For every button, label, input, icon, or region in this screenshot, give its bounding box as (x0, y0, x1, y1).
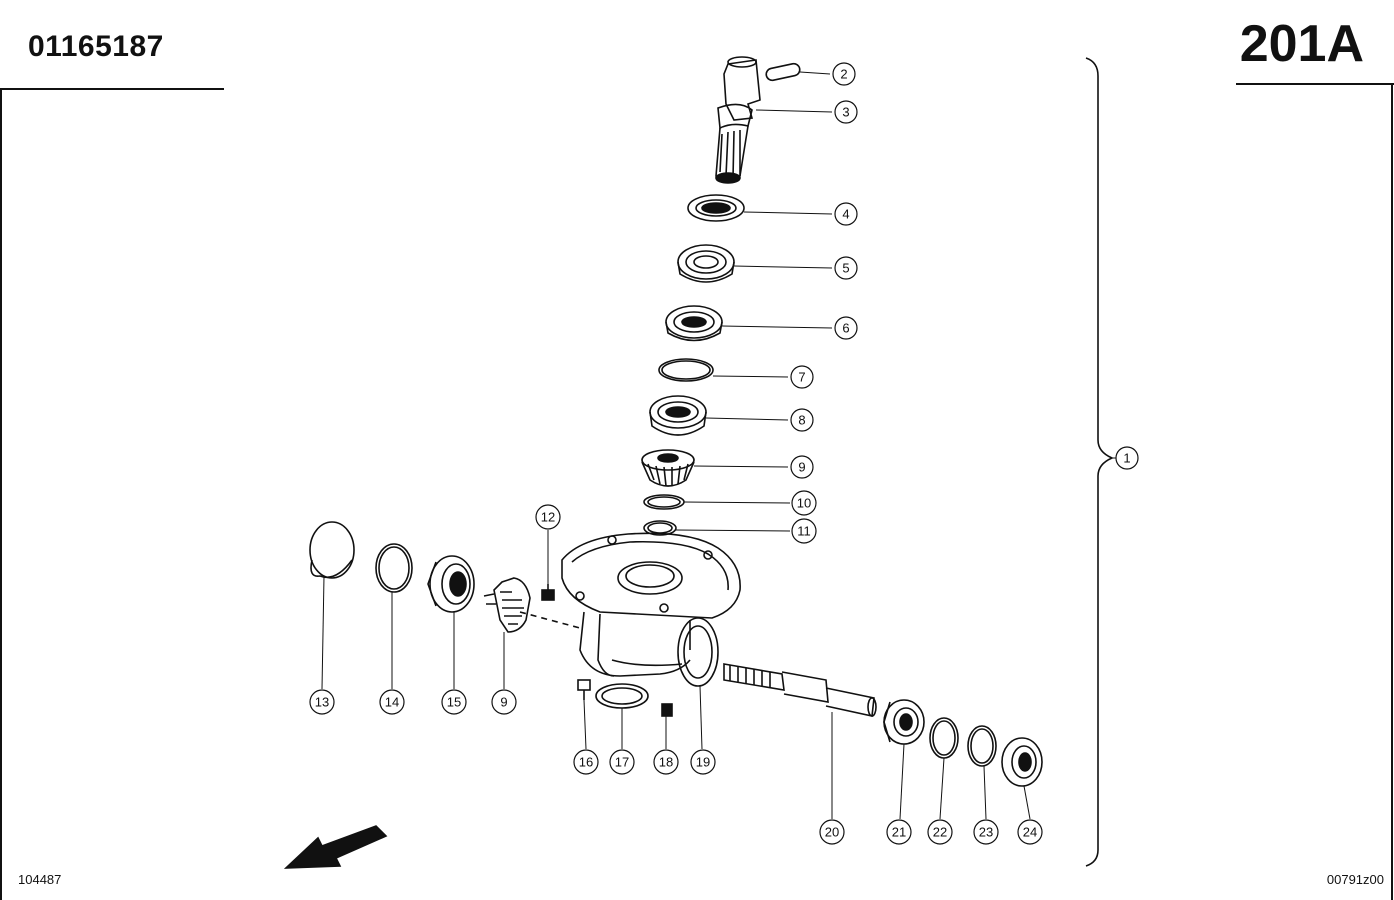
svg-text:10: 10 (797, 496, 811, 511)
callout-23: 23 (973, 819, 999, 845)
callout-11: 11 (791, 518, 817, 544)
callout-13: 13 (309, 689, 335, 715)
part-number: 01165187 (28, 30, 164, 63)
part-14-circlip (375, 543, 413, 593)
callout-15: 15 (441, 689, 467, 715)
svg-text:24: 24 (1023, 825, 1037, 840)
svg-text:2: 2 (840, 67, 847, 82)
part-15-ball-bearing (427, 555, 475, 613)
svg-text:23: 23 (979, 825, 993, 840)
callout-19: 19 (690, 749, 716, 775)
arrow-down-left-icon (283, 825, 388, 869)
callout-9-upper: 9 (790, 455, 814, 479)
part-4-oil-seal (687, 194, 745, 222)
callout-group: 2 3 4 5 6 7 8 9 (309, 62, 1139, 845)
part-7-shim-ring (658, 358, 714, 382)
footer-left-code: 104487 (18, 872, 62, 887)
part-6-ball-bearing (665, 305, 723, 342)
header-rule-left (0, 88, 224, 90)
part-20-output-shaft (723, 663, 877, 717)
callout-21: 21 (886, 819, 912, 845)
part-5-ball-bearing (677, 244, 735, 283)
callout-24: 24 (1017, 819, 1043, 845)
part-22-shim (929, 717, 959, 759)
part-10-circlip (643, 494, 685, 510)
part-21-ball-bearing (883, 699, 925, 745)
svg-text:5: 5 (842, 261, 849, 276)
callout-1: 1 (1115, 446, 1139, 470)
part-24-oil-seal (1001, 737, 1043, 787)
callout-12: 12 (535, 504, 561, 530)
svg-text:7: 7 (798, 370, 805, 385)
svg-text:16: 16 (579, 755, 593, 770)
callout-3: 3 (834, 100, 858, 124)
svg-text:21: 21 (892, 825, 906, 840)
svg-text:1: 1 (1123, 451, 1130, 466)
svg-text:18: 18 (659, 755, 673, 770)
callout-6: 6 (834, 316, 858, 340)
callout-20: 20 (819, 819, 845, 845)
svg-text:13: 13 (315, 695, 329, 710)
callout-5: 5 (834, 256, 858, 280)
callout-7: 7 (790, 365, 814, 389)
part-16-plug-bolt (577, 679, 591, 700)
part-3-splined-shaft (715, 56, 761, 184)
part-2-pin (765, 62, 801, 82)
svg-text:8: 8 (798, 413, 805, 428)
svg-text:12: 12 (541, 510, 555, 525)
svg-text:11: 11 (797, 524, 811, 539)
part-9-bevel-gear-side (483, 577, 531, 633)
svg-text:17: 17 (615, 755, 629, 770)
part-23-circlip (967, 725, 997, 767)
axis-line (519, 611, 581, 629)
svg-text:15: 15 (447, 695, 461, 710)
part-13-cap (309, 521, 355, 579)
footer-right-code: 00791z00 (1326, 872, 1384, 887)
page-code: 201A (1239, 15, 1364, 73)
part-12-breather-plug (541, 584, 555, 601)
svg-text:6: 6 (842, 321, 849, 336)
frame-border-left (0, 88, 2, 900)
callout-2: 2 (832, 62, 856, 86)
svg-text:9: 9 (500, 695, 507, 710)
frame-border-right (1391, 83, 1393, 900)
header-rule-right (1236, 83, 1394, 85)
callout-16: 16 (573, 749, 599, 775)
svg-text:3: 3 (842, 105, 849, 120)
svg-text:19: 19 (696, 755, 710, 770)
gearbox-housing (561, 532, 741, 687)
leader-lines (321, 71, 1116, 820)
part-8-ball-bearing (649, 395, 707, 436)
parts-layer (283, 56, 1115, 869)
callout-8: 8 (790, 408, 814, 432)
assembly-bracket (1085, 57, 1115, 867)
callout-17: 17 (609, 749, 635, 775)
svg-text:20: 20 (825, 825, 839, 840)
svg-text:22: 22 (933, 825, 947, 840)
svg-text:14: 14 (385, 695, 399, 710)
callout-4: 4 (834, 202, 858, 226)
callout-10: 10 (791, 490, 817, 516)
callout-18: 18 (653, 749, 679, 775)
callout-9-side: 9 (491, 689, 517, 715)
callout-14: 14 (379, 689, 405, 715)
part-17-gasket (595, 683, 649, 709)
svg-text:4: 4 (842, 207, 849, 222)
svg-text:9: 9 (798, 460, 805, 475)
part-18-plug (661, 703, 673, 717)
part-9-bevel-gear-upper (641, 449, 695, 487)
callout-22: 22 (927, 819, 953, 845)
